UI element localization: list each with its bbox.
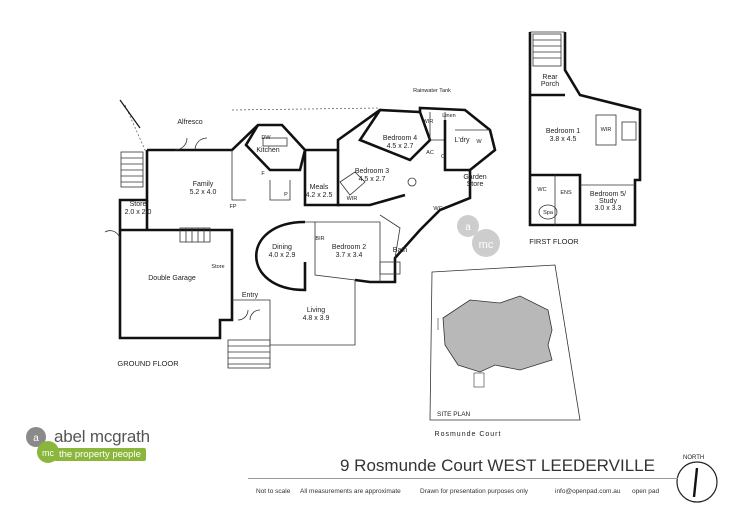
watermark-a-letter: a [465,222,471,233]
first-floor-plan: Rear Porch Bedroom 1 3.8 x 4.5 WIR WC EN… [528,31,642,246]
room-living-label: Living [307,307,325,314]
first-floor-title: FIRST FLOOR [529,237,579,246]
wc-ground-label: WC [433,206,442,212]
watermark-mc-letters: mc [479,239,494,251]
stairs-first-floor [532,33,562,67]
room-dining-dimensions: 4.0 x 2.9 [269,252,296,259]
garden-store-label-2: Store [467,181,484,188]
room-bedroom5-dimensions: 3.0 x 3.3 [595,205,622,212]
north-compass-icon [676,461,718,503]
room-rear-porch-label-2: Porch [541,81,559,88]
site-house-footprint [442,295,553,373]
footer-measurements: All measurements are approximate [300,488,401,495]
property-address: 9 Rosmunde Court WEST LEEDERVILLE [340,456,655,475]
room-dining-label: Dining [272,244,292,251]
aircon-label: AC [426,150,434,156]
room-bedroom1-label: Bedroom 1 [546,128,580,135]
logo-mc-letters: mc [42,448,54,458]
wir-bed3-label: WIR [347,196,358,202]
footer-credit: open pad [632,488,660,495]
ensuite-label: ENS [560,190,572,196]
north-label: NORTH [683,455,705,461]
room-bedroom1-dimensions: 3.8 x 4.5 [550,136,577,143]
room-bedroom4-label: Bedroom 4 [383,135,417,142]
room-store-dimensions: 2.0 x 2.0 [125,209,152,216]
site-plan-street-label: Rosmunde Court [435,431,502,438]
room-meals-dimensions: 4.2 x 2.5 [306,192,333,199]
room-bedroom2-label: Bedroom 2 [332,244,366,251]
rainwater-tank-label: Rainwater Tank [413,88,451,94]
fridge-label: F [261,171,265,177]
footer-drawn: Drawn for presentation purposes only [420,488,529,495]
room-store-label: Store [130,201,147,208]
room-bedroom5-label-2: Study [599,198,617,205]
room-bedroom2-dimensions: 3.7 x 3.4 [336,252,363,259]
room-meals-label: Meals [310,184,329,191]
watermark-logo: a mc [457,215,500,257]
room-rear-porch-label-1: Rear [542,74,558,81]
brand-logo-mark: a mc [26,427,59,463]
room-store-small-label: Store [211,264,224,270]
stairs-ground-family [179,227,211,243]
stairs-ground-left [120,151,144,188]
wir-first-floor-label: WIR [601,127,612,133]
room-double-garage-label: Double Garage [148,275,196,282]
garden-store-label-1: Garden [463,174,486,181]
room-family-dimensions: 5.2 x 4.0 [190,189,217,196]
stairs-ground-entry [227,339,271,369]
room-kitchen-label: Kitchen [256,147,279,154]
bir-label: BIR [315,236,324,242]
pantry-label: P [284,192,288,198]
linen-label: Linen [442,113,455,119]
room-bedroom5-label: Bedroom 5/ [590,191,626,198]
room-bedroom4-dimensions: 4.5 x 2.7 [387,143,414,150]
cupboard-label: C [441,154,445,160]
ground-floor-title: GROUND FLOOR [117,359,179,368]
footer-divider [248,478,678,479]
room-family-label: Family [193,181,214,188]
room-living-dimensions: 4.8 x 3.9 [303,315,330,322]
footer-email: info@openpad.com.au [555,488,621,495]
room-laundry-label: L'dry [455,137,470,144]
fireplace-label: FP [229,204,236,210]
ground-floor-plan: Alfresco Kitchen DW F P Family 5.2 x 4.0… [104,88,497,369]
logo-a-letter: a [33,433,39,444]
room-bedroom3-dimensions: 4.5 x 2.7 [359,176,386,183]
room-alfresco-label: Alfresco [177,119,202,126]
room-bath-label: Bath [393,247,408,254]
site-plan-title: SITE PLAN [437,411,471,418]
room-bedroom3-label: Bedroom 3 [355,168,389,175]
spa-label: Spa [543,210,554,216]
footer-not-to-scale: Not to scale [256,488,291,495]
washer-label: W [476,139,482,145]
site-plan: SITE PLAN Rosmunde Court [429,264,581,438]
wir-bed4-label: WIR [423,119,434,125]
wc-first-floor-label: WC [537,187,546,193]
room-entry-label: Entry [242,292,259,299]
brand-tagline: the property people [54,448,146,461]
dishwasher-label: DW [261,135,271,141]
brand-name: abel mcgrath [54,427,150,446]
